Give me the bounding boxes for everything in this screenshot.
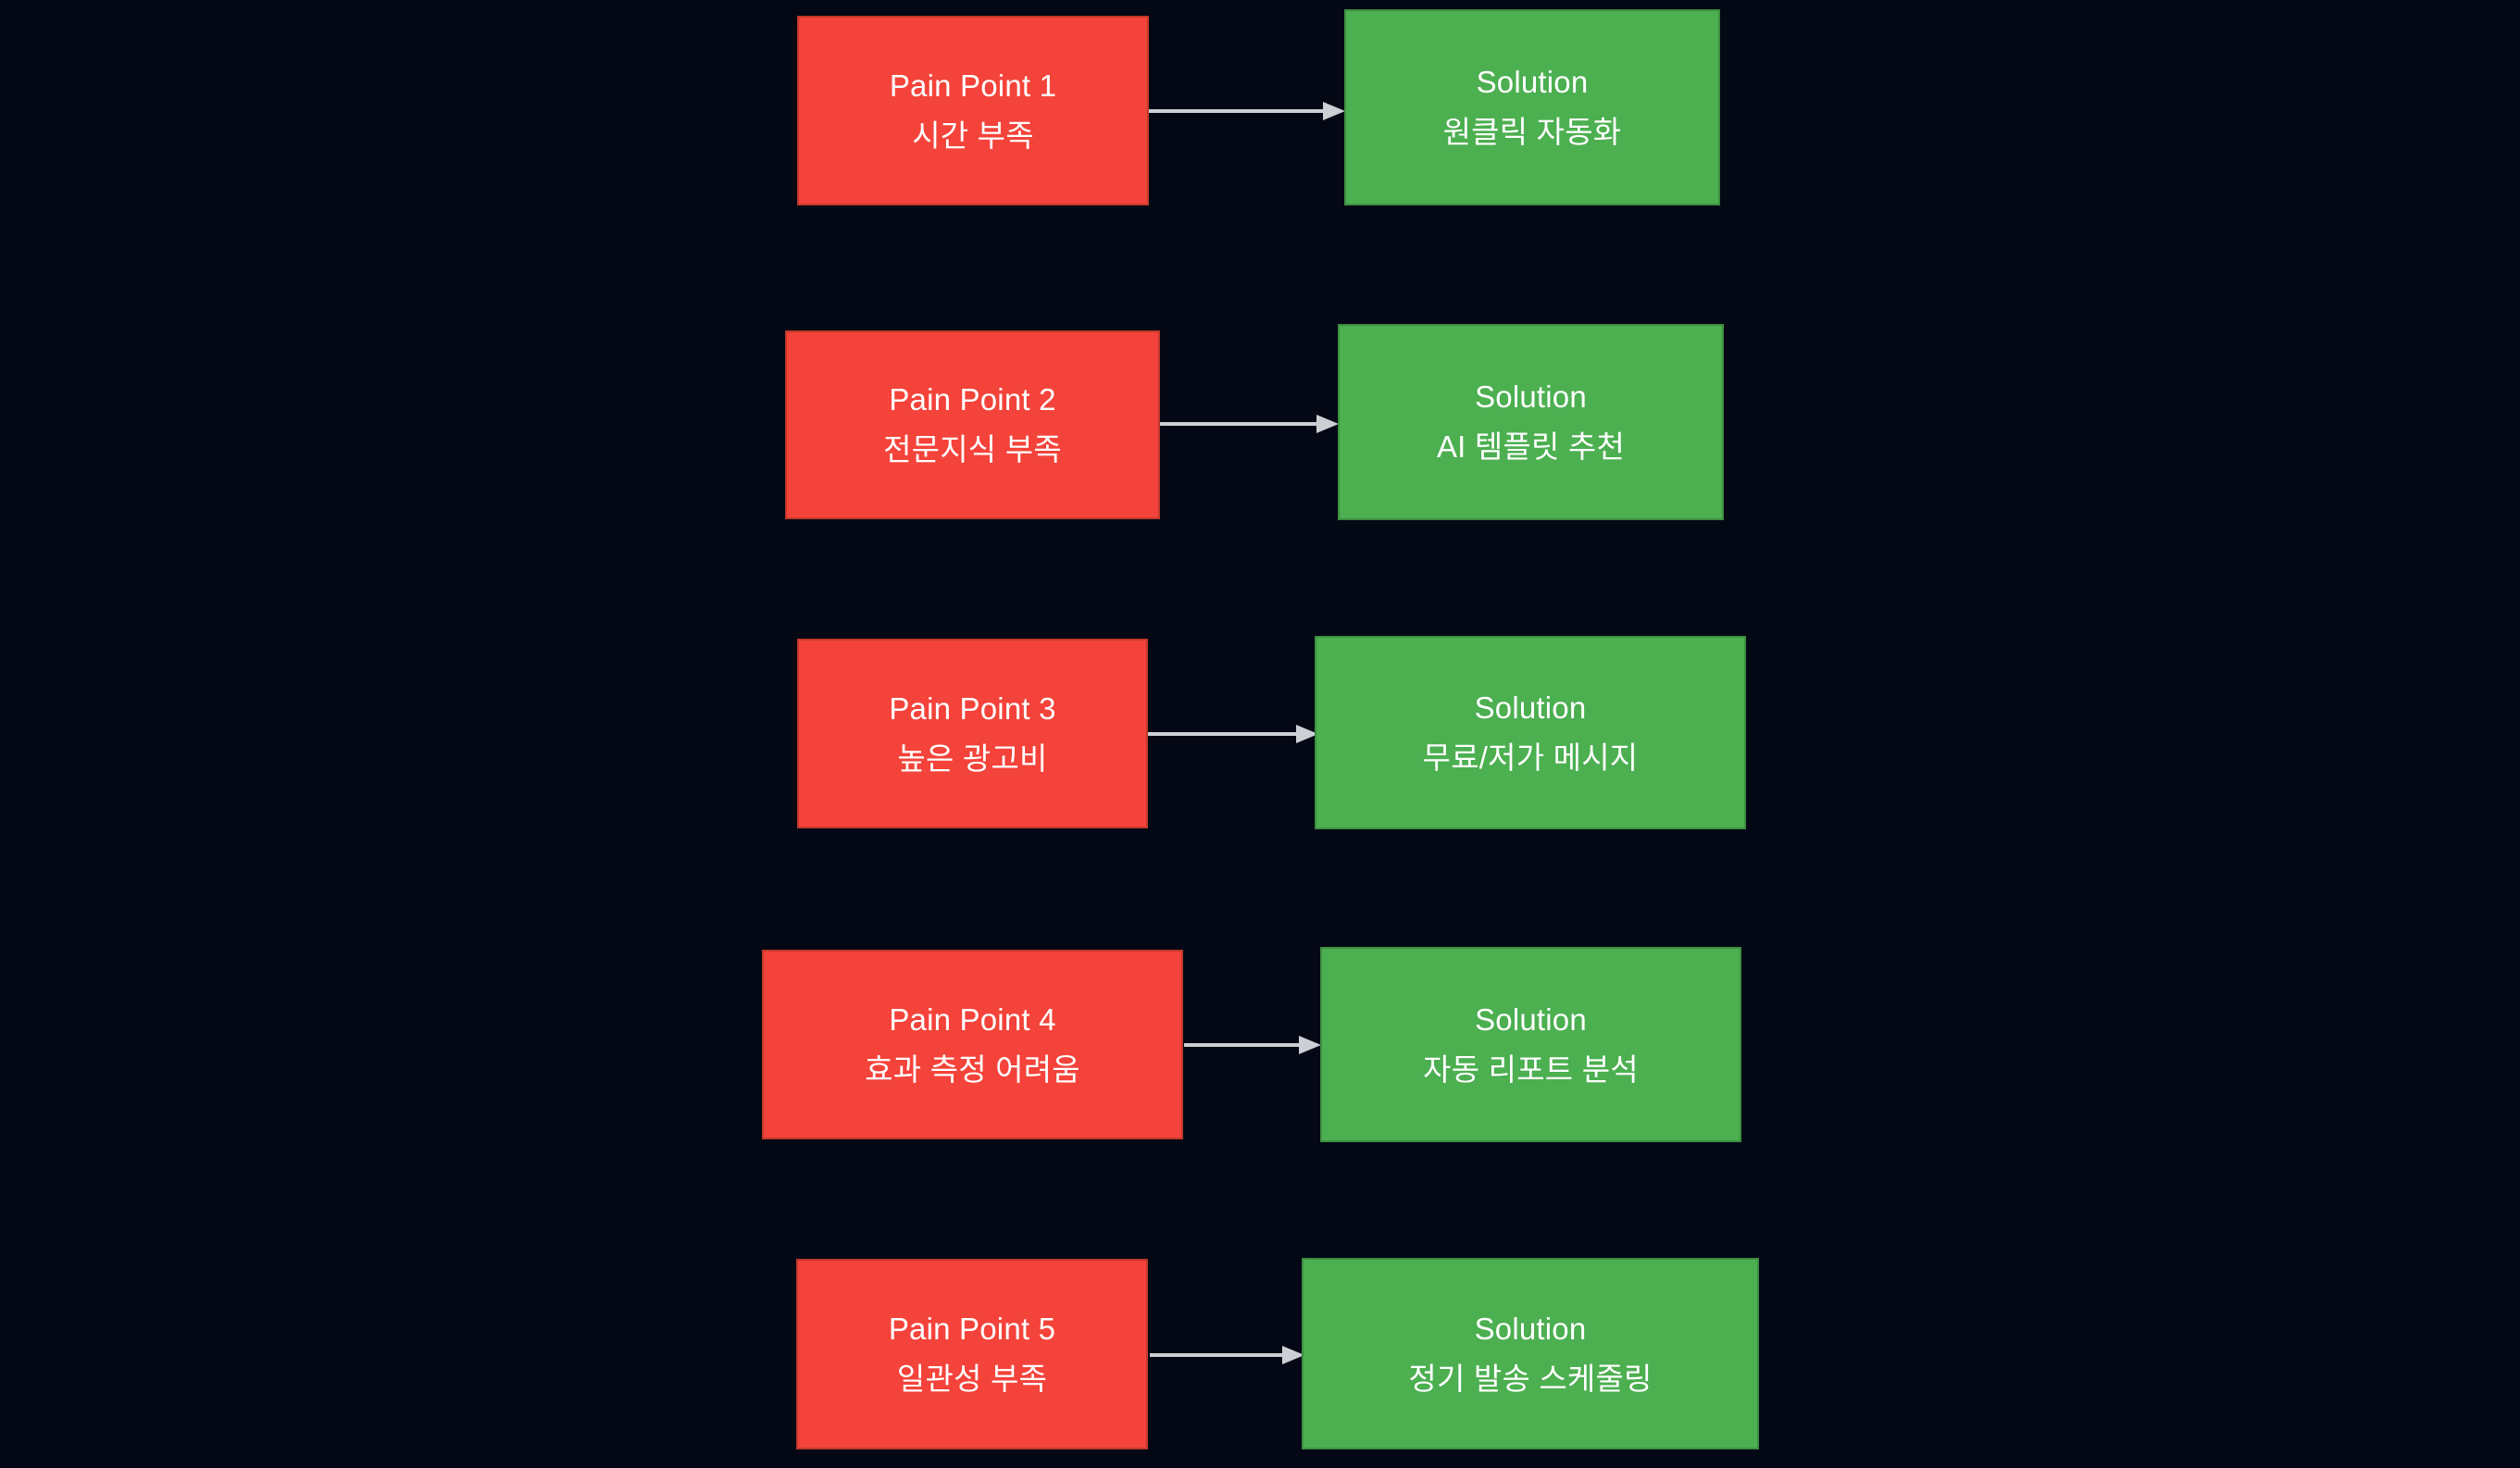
pain-point-node-4[interactable]: Pain Point 4 효과 측정 어려움 [762,950,1183,1139]
flow-arrow-3 [1148,723,1318,745]
solution-subtitle-3: 무료/저가 메시지 [1422,740,1639,775]
flow-arrow-4 [1184,1034,1321,1056]
solution-title-1: Solution [1476,65,1589,100]
pain-point-node-3[interactable]: Pain Point 3 높은 광고비 [797,639,1148,828]
solution-node-5[interactable]: Solution 정기 발송 스케줄링 [1302,1258,1759,1449]
solution-node-2[interactable]: Solution AI 템플릿 추천 [1338,324,1724,520]
solution-title-5: Solution [1474,1311,1587,1346]
solution-node-4[interactable]: Solution 자동 리포트 분석 [1320,947,1741,1142]
pain-point-subtitle-5: 일관성 부족 [896,1362,1048,1396]
pain-point-subtitle-4: 효과 측정 어려움 [865,1051,1080,1087]
solution-node-1[interactable]: Solution 원클릭 자동화 [1344,9,1720,205]
pain-point-node-1[interactable]: Pain Point 1 시간 부족 [797,16,1149,205]
flow-arrow-2 [1160,413,1339,435]
pain-point-subtitle-3: 높은 광고비 [897,740,1048,776]
solution-title-4: Solution [1475,1001,1587,1037]
pain-point-title-3: Pain Point 3 [889,690,1056,726]
solution-title-3: Solution [1474,690,1587,725]
solution-node-3[interactable]: Solution 무료/저가 메시지 [1315,636,1746,829]
solution-title-2: Solution [1475,379,1587,415]
solution-subtitle-1: 원클릭 자동화 [1442,115,1622,149]
pain-point-node-2[interactable]: Pain Point 2 전문지식 부족 [785,330,1160,519]
flow-arrow-5 [1150,1344,1304,1366]
pain-point-title-4: Pain Point 4 [889,1001,1056,1037]
pain-point-subtitle-2: 전문지식 부족 [883,432,1062,467]
flow-arrow-1 [1149,100,1345,122]
pain-point-node-5[interactable]: Pain Point 5 일관성 부족 [796,1259,1148,1449]
solution-subtitle-4: 자동 리포트 분석 [1423,1051,1639,1087]
pain-point-subtitle-1: 시간 부족 [912,118,1034,153]
solution-subtitle-5: 정기 발송 스케줄링 [1408,1361,1653,1396]
pain-point-title-5: Pain Point 5 [888,1312,1056,1347]
pain-point-title-2: Pain Point 2 [889,382,1056,417]
pain-point-title-1: Pain Point 1 [889,68,1057,103]
solution-subtitle-2: AI 템플릿 추천 [1436,429,1626,464]
